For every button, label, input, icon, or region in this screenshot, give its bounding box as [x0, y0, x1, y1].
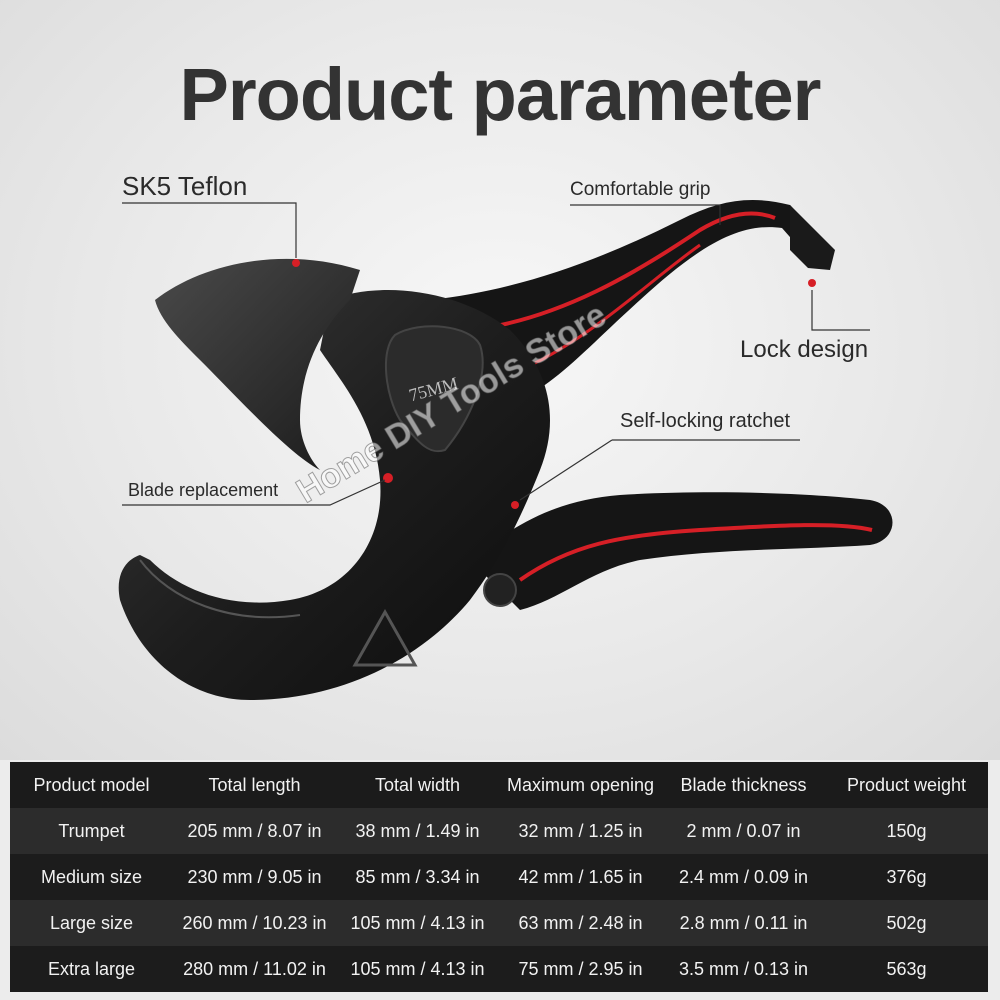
table-cell: 2.4 mm / 0.09 in — [678, 866, 809, 887]
table-cell: Large size — [49, 912, 134, 933]
table-row: Trumpet 205 mm / 8.07 in 38 mm / 1.49 in… — [10, 808, 988, 854]
warning-icon — [352, 608, 418, 667]
callout-comfortable-grip: Comfortable grip — [570, 179, 711, 200]
callout-lock-design: Lock design — [740, 336, 869, 363]
header-blade-thickness: Blade thickness — [680, 774, 807, 795]
header-total-length: Total length — [208, 774, 301, 795]
table-cell: Trumpet — [58, 820, 125, 841]
callout-self-locking-ratchet: Self-locking ratchet — [620, 410, 791, 432]
table-cell: 376g — [886, 866, 927, 887]
table-row: Medium size 230 mm / 9.05 in 85 mm / 3.3… — [10, 854, 988, 900]
blade — [155, 258, 360, 470]
table-cell: 105 mm / 4.13 in — [350, 958, 485, 979]
table-cell: 150g — [886, 820, 927, 841]
table-cell: 280 mm / 11.02 in — [183, 958, 326, 979]
header-total-width: Total width — [374, 774, 461, 795]
table-row: Extra large 280 mm / 11.02 in 105 mm / 4… — [10, 946, 988, 992]
page-title: Product parameter — [179, 53, 822, 136]
table-cell: 38 mm / 1.49 in — [355, 820, 480, 841]
table-cell: 42 mm / 1.65 in — [518, 866, 643, 887]
lock-hook — [790, 205, 835, 270]
spec-table: Product model Total length Total width M… — [10, 762, 988, 992]
header-maximum-opening: Maximum opening — [506, 774, 655, 795]
table-cell: 2 mm / 0.07 in — [686, 820, 801, 841]
header-product-weight: Product weight — [846, 774, 967, 795]
upper-handle-accent — [469, 211, 776, 332]
table-cell: 230 mm / 9.05 in — [187, 866, 322, 887]
lower-handle-accent — [518, 523, 873, 582]
table-cell: Medium size — [40, 866, 143, 887]
table-cell: 85 mm / 3.34 in — [355, 866, 480, 887]
table-cell: 105 mm / 4.13 in — [350, 912, 485, 933]
table-cell: 260 mm / 10.23 in — [182, 912, 327, 933]
table-row: Large size 260 mm / 10.23 in 105 mm / 4.… — [10, 900, 988, 946]
callout-sk5-teflon: SK5 Teflon — [122, 171, 248, 201]
table-cell: Extra large — [47, 958, 136, 979]
table-cell: 205 mm / 8.07 in — [187, 820, 322, 841]
lower-handle — [470, 492, 893, 610]
table-cell: 3.5 mm / 0.13 in — [678, 958, 809, 979]
header-product-model: Product model — [33, 774, 150, 795]
size-badge — [384, 325, 484, 453]
table-cell: 2.8 mm / 0.11 in — [679, 912, 808, 933]
table-cell: 32 mm / 1.25 in — [518, 820, 643, 841]
table-cell: 502g — [886, 912, 927, 933]
table-cell: 563g — [886, 958, 927, 979]
table-cell: 75 mm / 2.95 in — [518, 958, 643, 979]
callout-blade-replacement: Blade replacement — [128, 480, 279, 500]
table-cell: 63 mm / 2.48 in — [518, 912, 643, 933]
spec-table-header-row: Product model Total length Total width M… — [10, 762, 988, 808]
pipe-cutter-illustration: 75MM — [118, 200, 893, 700]
